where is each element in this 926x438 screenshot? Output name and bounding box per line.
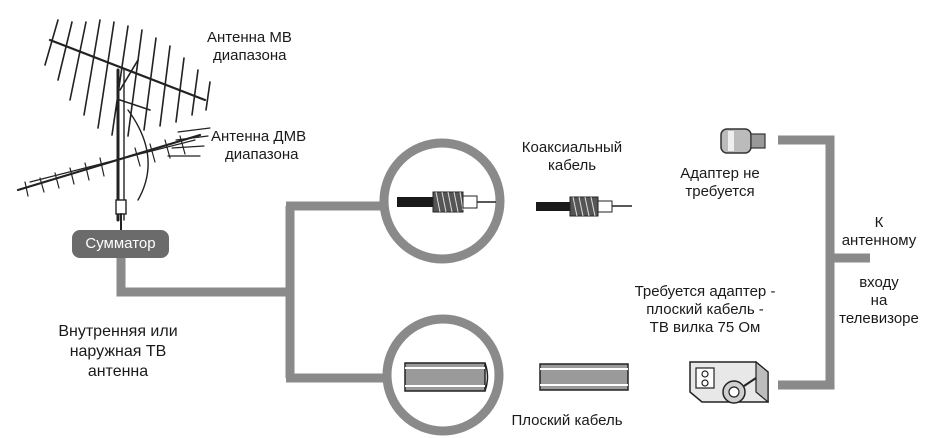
adapter-device-icon bbox=[689, 360, 769, 404]
adapter-needed-line-2: плоский кабель - bbox=[646, 301, 764, 318]
dmv-antenna-line-1: Антенна ДМВ bbox=[211, 128, 307, 145]
no-adapter-label: Адаптер не требуется bbox=[668, 165, 772, 201]
mv-antenna-line-2: диапазона bbox=[213, 47, 287, 64]
to-tv-input-gap bbox=[832, 250, 926, 274]
combiner-badge: Сумматор bbox=[72, 230, 169, 258]
mv-antenna-label: Антенна МВ диапазона bbox=[207, 29, 292, 65]
tv-antenna-line-1: Внутренняя или bbox=[58, 323, 178, 340]
adapter-needed-line-1: Требуется адаптер - bbox=[634, 283, 776, 300]
flat-cable-icon bbox=[539, 363, 629, 391]
to-tv-input-line-5: телевизоре bbox=[839, 310, 919, 327]
flat-cable-magnifier bbox=[382, 314, 504, 436]
to-tv-input-line-3: входу bbox=[859, 274, 899, 291]
flat-cable-label: Плоский кабель bbox=[511, 412, 623, 429]
connection-lines bbox=[116, 135, 870, 390]
coax-cable-line-1: Коаксиальный bbox=[521, 139, 623, 156]
coax-cable-line-2: кабель bbox=[547, 157, 597, 174]
antenna-icon bbox=[16, 19, 211, 231]
tv-antenna-line-3: антенна bbox=[87, 363, 149, 380]
mv-antenna-line-1: Антенна МВ bbox=[207, 29, 292, 46]
adapter-needed-line-3: ТВ вилка 75 Ом bbox=[649, 319, 761, 336]
coax-cable-label: Коаксиальный кабель bbox=[507, 139, 637, 175]
no-adapter-line-2: требуется bbox=[685, 183, 755, 200]
to-tv-input-line-2: антенному bbox=[841, 232, 917, 249]
to-tv-input-label: К антенному входу на телевизоре bbox=[832, 214, 926, 328]
to-tv-input-line-1: К bbox=[874, 214, 884, 231]
tv-antenna-line-2: наружная ТВ bbox=[69, 343, 167, 360]
no-adapter-line-1: Адаптер не bbox=[680, 165, 760, 182]
coax-magnifier bbox=[379, 138, 505, 264]
dmv-antenna-line-2: диапазона bbox=[225, 146, 299, 163]
adapter-needed-label: Требуется адаптер - плоский кабель - ТВ … bbox=[615, 283, 795, 337]
dmv-antenna-label: Антенна ДМВ диапазона bbox=[211, 128, 306, 164]
coax-plug-icon bbox=[720, 128, 766, 154]
tv-antenna-label: Внутренняя или наружная ТВ антенна bbox=[40, 322, 196, 382]
to-tv-input-line-4: на bbox=[870, 292, 888, 309]
coax-cable-icon bbox=[536, 196, 632, 217]
